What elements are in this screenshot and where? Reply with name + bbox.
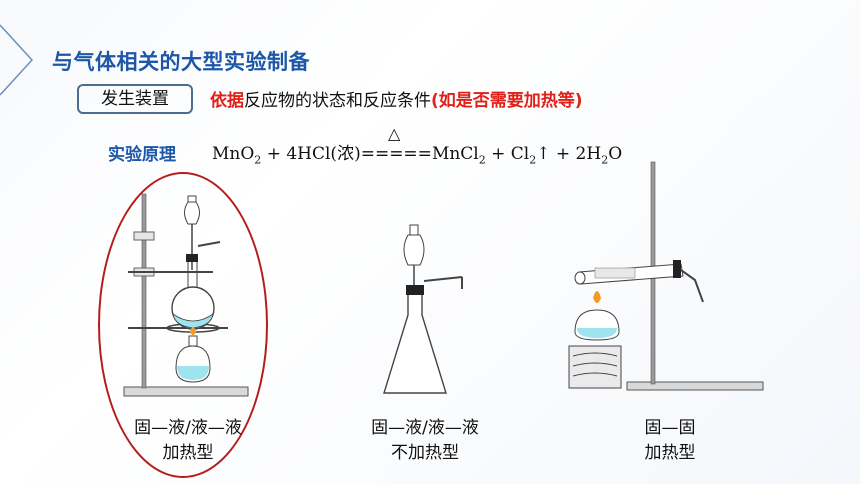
eq-product3-tail: O: [608, 144, 623, 164]
test-tube-heating-apparatus-illustration: [568, 161, 764, 391]
caption-2-line2: 不加热型: [391, 443, 459, 463]
eq-product1-sub: 2: [478, 153, 486, 167]
caption-apparatus-3: 固—固 加热型: [620, 416, 720, 466]
basis-note: (如是否需要加热等): [431, 91, 583, 111]
eq-product3-sub: 2: [601, 153, 609, 167]
corner-chevron-decoration: [0, 24, 34, 96]
eq-plus3: + 2H: [550, 144, 602, 164]
section-label-box: 发生装置: [77, 84, 193, 114]
eq-reactant1-sub: 2: [254, 153, 262, 167]
principle-label: 实验原理: [108, 145, 176, 165]
conical-flask-apparatus-illustration: [383, 224, 463, 394]
caption-3-line2: 加热型: [644, 443, 696, 463]
eq-plus1: + 4HCl(浓): [261, 144, 361, 164]
highlight-ring: [98, 172, 268, 478]
eq-gas-arrow: ↑: [536, 144, 551, 164]
eq-equals: =====: [360, 144, 432, 164]
basis-highlight: 依据: [210, 91, 244, 111]
caption-apparatus-2: 固—液/液—液 不加热型: [352, 416, 498, 466]
caption-1-line2: 加热型: [162, 443, 214, 463]
heating-condition-symbol: △: [388, 124, 401, 143]
chemical-equation: MnO2 + 4HCl(浓)=====MnCl2 + Cl2↑ + 2H2O: [212, 139, 622, 166]
caption-apparatus-1: 固—液/液—液 加热型: [115, 416, 261, 466]
eq-product2-sub: 2: [529, 153, 537, 167]
basis-statement: 依据反应物的状态和反应条件(如是否需要加热等): [210, 86, 583, 111]
caption-3-line1: 固—固: [644, 418, 696, 438]
page-title: 与气体相关的大型实验制备: [52, 50, 310, 74]
caption-1-line1: 固—液/液—液: [134, 418, 242, 438]
eq-product1: MnCl: [431, 144, 479, 164]
eq-reactant1: MnO: [212, 144, 255, 164]
basis-text: 反应物的状态和反应条件: [244, 91, 431, 111]
caption-2-line1: 固—液/液—液: [371, 418, 479, 438]
eq-plus2: + Cl: [485, 144, 530, 164]
